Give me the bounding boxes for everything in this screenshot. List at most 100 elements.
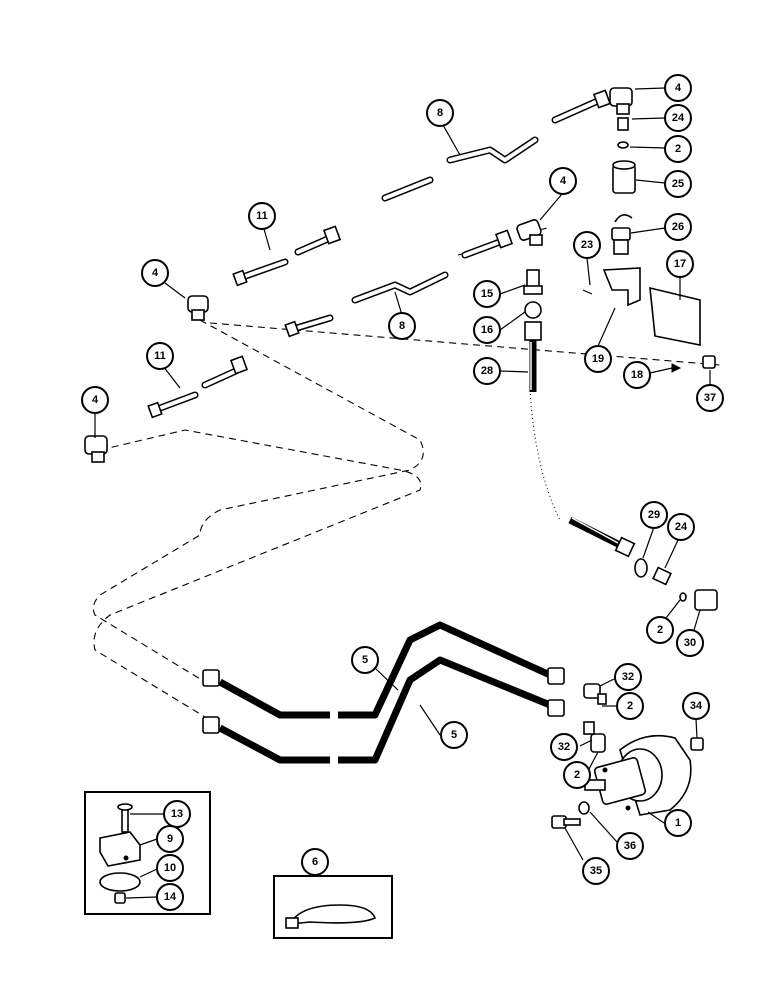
callout-16: 16 (473, 316, 501, 344)
hose-28 (524, 321, 542, 392)
svg-text:15: 15 (481, 288, 493, 300)
nut-37 (702, 355, 716, 369)
hose-5-lower (202, 656, 565, 764)
callout-labels: 4 24 2 25 8 4 26 11 23 17 4 15 8 16 19 1… (81, 74, 724, 911)
callout-29: 29 (640, 501, 668, 529)
callout-28: 28 (473, 357, 501, 385)
svg-text:14: 14 (164, 891, 177, 903)
callout-14: 14 (156, 883, 184, 911)
svg-text:4: 4 (560, 175, 567, 187)
callout-4: 4 (549, 167, 577, 195)
svg-text:32: 32 (558, 741, 570, 753)
inset-box-strap (273, 875, 393, 939)
svg-text:2: 2 (574, 769, 580, 781)
callout-2: 2 (664, 135, 692, 163)
callout-4: 4 (664, 74, 692, 102)
steel-tube-11-lower (147, 355, 249, 419)
svg-text:9: 9 (167, 833, 173, 845)
svg-text:13: 13 (171, 808, 183, 820)
elbow-fitting-lower-left (84, 435, 108, 463)
callout-4: 4 (81, 386, 109, 414)
callout-11: 11 (248, 202, 276, 230)
callout-36: 36 (616, 832, 644, 860)
callout-8: 8 (426, 99, 454, 127)
svg-text:5: 5 (451, 729, 457, 741)
callout-2: 2 (563, 761, 591, 789)
plug-34 (690, 737, 704, 751)
hose-29-30 (568, 516, 718, 611)
svg-text:28: 28 (481, 365, 493, 377)
svg-text:11: 11 (154, 350, 166, 362)
callout-25: 25 (664, 170, 692, 198)
callout-26: 26 (664, 213, 692, 241)
svg-text:18: 18 (631, 369, 643, 381)
svg-text:8: 8 (399, 320, 405, 332)
callout-9: 9 (156, 825, 184, 853)
fitting-32-upper (583, 683, 607, 705)
washer-36-bolt-35 (551, 801, 590, 829)
callout-17: 17 (666, 250, 694, 278)
svg-text:2: 2 (675, 143, 681, 155)
svg-text:4: 4 (92, 394, 99, 406)
svg-text:23: 23 (581, 239, 593, 251)
svg-text:37: 37 (704, 392, 716, 404)
elbow-fitting-top-right (609, 87, 633, 115)
svg-text:35: 35 (590, 865, 602, 877)
svg-text:24: 24 (675, 521, 688, 533)
svg-text:11: 11 (256, 210, 268, 222)
callout-30: 30 (676, 629, 704, 657)
svg-text:10: 10 (164, 862, 176, 874)
callout-23: 23 (573, 231, 601, 259)
screw-18 (671, 363, 682, 373)
callout-2: 2 (616, 692, 644, 720)
svg-text:36: 36 (624, 840, 636, 852)
fitting-15-16 (523, 269, 543, 319)
steel-tube-11-upper (232, 225, 342, 287)
callout-24: 24 (667, 513, 695, 541)
svg-text:1: 1 (675, 817, 681, 829)
callout-34: 34 (682, 692, 710, 720)
callout-4: 4 (141, 259, 169, 287)
svg-text:4: 4 (152, 267, 159, 279)
callout-15: 15 (473, 280, 501, 308)
callout-32: 32 (550, 733, 578, 761)
callout-24: 24 (664, 104, 692, 132)
callout-6: 6 (301, 848, 329, 876)
callout-11: 11 (146, 342, 174, 370)
svg-text:32: 32 (622, 671, 634, 683)
leader-lines (94, 87, 711, 899)
callout-32: 32 (614, 663, 642, 691)
svg-text:34: 34 (690, 700, 703, 712)
svg-text:24: 24 (672, 112, 685, 124)
callout-5: 5 (440, 721, 468, 749)
fitting-32-lower (583, 721, 606, 753)
callout-1: 1 (664, 809, 692, 837)
callout-13: 13 (163, 800, 191, 828)
svg-text:16: 16 (481, 324, 493, 336)
svg-text:4: 4 (675, 82, 682, 94)
fitting-stack-top (612, 117, 636, 194)
svg-text:5: 5 (362, 654, 368, 666)
callout-19: 19 (584, 345, 612, 373)
elbow-fitting-upper-left (187, 295, 209, 321)
svg-text:25: 25 (672, 178, 684, 190)
svg-text:8: 8 (437, 107, 443, 119)
svg-text:26: 26 (672, 221, 684, 233)
hose-5-upper (202, 621, 565, 719)
svg-text:17: 17 (674, 258, 686, 270)
callout-8: 8 (388, 312, 416, 340)
hydraulic-motor (584, 734, 692, 816)
elbow-fitting-mid-right (516, 219, 543, 246)
svg-text:2: 2 (627, 700, 633, 712)
svg-text:2: 2 (657, 624, 663, 636)
callout-35: 35 (582, 857, 610, 885)
inset-box-clamp-kit (84, 791, 211, 915)
callout-18: 18 (623, 361, 651, 389)
steel-tube-8-upper (381, 89, 612, 202)
coupler-bracket-assembly (582, 214, 701, 346)
svg-text:6: 6 (312, 856, 318, 868)
steel-tube-8-lower (284, 229, 514, 338)
callout-2: 2 (646, 616, 674, 644)
callout-37: 37 (696, 384, 724, 412)
